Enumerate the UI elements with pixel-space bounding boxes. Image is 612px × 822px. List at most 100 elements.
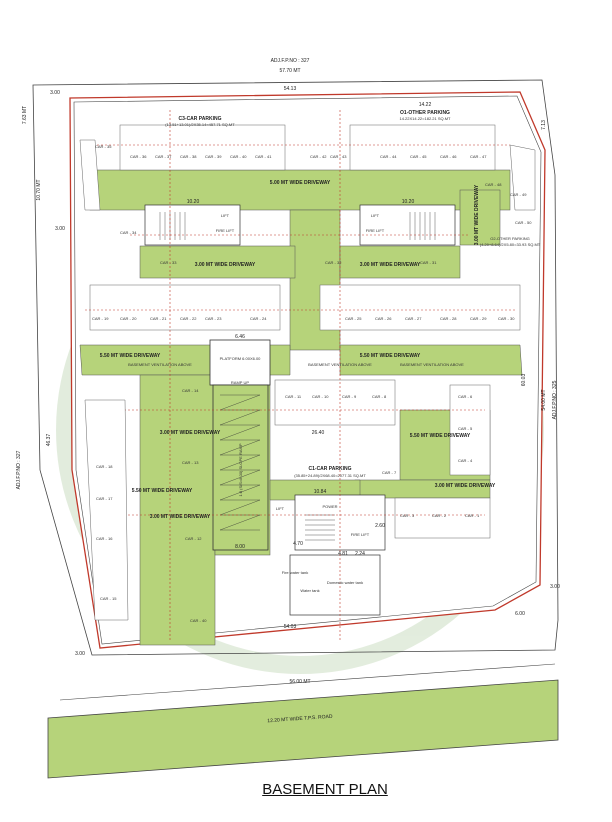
driveway-5-top: 5.00 MT WIDE DRIVEWAY (270, 180, 331, 186)
lift-label-left: LIFT (221, 213, 230, 218)
car-label: CAR - 18 (96, 464, 113, 469)
left-dim5: 3.00 (55, 226, 65, 232)
plot-boundary (32, 79, 559, 656)
car-label: CAR - 4 (458, 458, 473, 463)
right-dim3: 7.13 (541, 120, 547, 130)
driveway-3-vertical: 3.00 MT WIDE DRIVEWAY (474, 184, 480, 245)
fire-lift-label-right: FIRE LIFT (366, 228, 385, 233)
car-label: CAR - 9 (342, 394, 357, 399)
car-label: CAR - 37 (155, 154, 172, 159)
left-dim1: 10.70 MT (36, 179, 42, 200)
lift-label-bottom: LIFT (276, 506, 285, 511)
c1-calc: (35.85+24.89)/2X68.40=2077.31 SQ.MT (294, 473, 366, 478)
lift-label-right: LIFT (371, 213, 380, 218)
ramp-label: RAMP UP (231, 380, 249, 385)
right-dim2: 60.03 (521, 374, 527, 387)
fire-lift-label-bottom: FIRE LIFT (351, 532, 370, 537)
car-1-label: CAR - 1 (465, 513, 480, 518)
driveway-55-right: 5.50 MT WIDE DRIVEWAY (360, 353, 421, 359)
ramp-lines (219, 394, 261, 531)
car-48-label: CAR - 48 (485, 182, 502, 187)
driveway-55-left: 5.50 MT WIDE DRIVEWAY (100, 353, 161, 359)
c3-calc: (13.51+13.01)/2X35.14=457.71 SQ.MT (165, 122, 235, 127)
water-tank-label: Water tank (300, 588, 319, 593)
car-label: CAR - 21 (150, 316, 167, 321)
driveway-3e: 3.00 MT WIDE DRIVEWAY (435, 483, 496, 489)
platform-label: PLATFORM 6.00X6.00 (220, 356, 262, 361)
car-label: CAR - 42 (310, 154, 327, 159)
car-label: CAR - 17 (96, 496, 113, 501)
car-label: CAR - 26 (375, 316, 392, 321)
car-label: CAR - 36 (130, 154, 147, 159)
car-35-label: CAR - 35 (95, 144, 112, 149)
car-32-label: CAR - 32 (325, 260, 342, 265)
top-total-dim: 57.70 MT (279, 68, 300, 74)
car-34-label: CAR - 34 (120, 230, 137, 235)
car-2-label: CAR - 2 (432, 513, 447, 518)
car-30-label: CAR - 30 (498, 316, 515, 321)
dim-4-70: 4.70 (293, 541, 303, 547)
car-label: CAR - 11 (285, 394, 302, 399)
bottom-road-dim: 56.00 MT (289, 679, 310, 685)
row2-car-row: CAR - 19 CAR - 20 CAR - 21 CAR - 22 CAR … (92, 316, 487, 321)
stair-width-left: 10.20 (187, 199, 200, 205)
car-label: CAR - 19 (92, 316, 109, 321)
domestic-tank-label: Domestic water tank (327, 580, 363, 585)
car-label: CAR - 39 (205, 154, 222, 159)
car-label: CAR - 44 (380, 154, 397, 159)
car-label: CAR - 40 (230, 154, 247, 159)
dim-26-40: 26.40 (312, 430, 325, 436)
platform-dim: 6.46 (235, 334, 245, 340)
left-dim3: 46.37 (46, 434, 52, 447)
parking-bays (89, 124, 521, 539)
car-label: CAR - 15 (100, 596, 117, 601)
car-33-label: CAR - 33 (160, 260, 177, 265)
top-adj-label: ADJ.F.P.NO : 327 (271, 58, 310, 64)
right-dim4: 3.00 (550, 584, 560, 590)
car-label: CAR - 27 (405, 316, 422, 321)
ramp-slope-label: 1:8 (S/S=8.00) SLOPE RAMP (238, 443, 243, 496)
driveway-3c: 3.00 MT WIDE DRIVEWAY (160, 430, 221, 436)
driveway-55-right-2: 5.50 MT WIDE DRIVEWAY (410, 433, 471, 439)
right-adj-label: ADJ.F.P.NO : 325 (552, 380, 558, 419)
car-label: CAR - 45 (410, 154, 427, 159)
o1-calc: 14.22X14.22=182.21 SQ.MT (399, 116, 451, 121)
car-label: CAR - 7 (382, 470, 397, 475)
left-adj-label: ADJ.F.P.NO : 327 (16, 450, 22, 489)
right-dim1: 54.00 MT (541, 389, 547, 410)
ventilation-label-2: BASEMENT VENTILATION ABOVE (308, 362, 372, 367)
car-label: CAR - 29 (470, 316, 487, 321)
ventilation-label-1: BASEMENT VENTILATION ABOVE (128, 362, 192, 367)
car-label: CAR - 22 (180, 316, 197, 321)
car-label: CAR - 5 (458, 426, 473, 431)
car-label: CAR - 12 (185, 536, 202, 541)
top-inner-dim: 54.13 (284, 86, 297, 92)
stair-width-right: 10.20 (402, 199, 415, 205)
o2-calc: (4.29+8.64)/2X5.80=33.93 SQ.MT (480, 242, 541, 247)
o2-label: O2-OTHER PARKING (490, 236, 530, 241)
car-40-label: CAR - 40 (190, 618, 207, 623)
driveway-3a: 3.00 MT WIDE DRIVEWAY (195, 262, 256, 268)
car-label: CAR - 8 (372, 394, 387, 399)
c1-label: C1-CAR PARKING (309, 466, 352, 472)
stair-cores (144, 204, 456, 616)
dim-2-24: 2.24 (355, 551, 365, 557)
car-label: CAR - 14 (182, 388, 199, 393)
car-label: CAR - 46 (440, 154, 457, 159)
car-49-label: CAR - 49 (510, 192, 527, 197)
left-dim4: 3.00 (50, 90, 60, 96)
platform (209, 339, 271, 386)
car-50-label: CAR - 50 (515, 220, 532, 225)
car-label: CAR - 24 (250, 316, 267, 321)
dim-4-81: 4.81 (338, 551, 348, 557)
car-label: CAR - 41 (255, 154, 272, 159)
car-label: CAR - 25 (345, 316, 362, 321)
driveway-3b: 3.00 MT WIDE DRIVEWAY (360, 262, 421, 268)
fire-tank-label: Fire water tank (282, 570, 308, 575)
car-label: CAR - 47 (470, 154, 487, 159)
o1-width: 14.22 (419, 102, 432, 108)
car-label: CAR - 28 (440, 316, 457, 321)
edge-bays (79, 139, 536, 621)
